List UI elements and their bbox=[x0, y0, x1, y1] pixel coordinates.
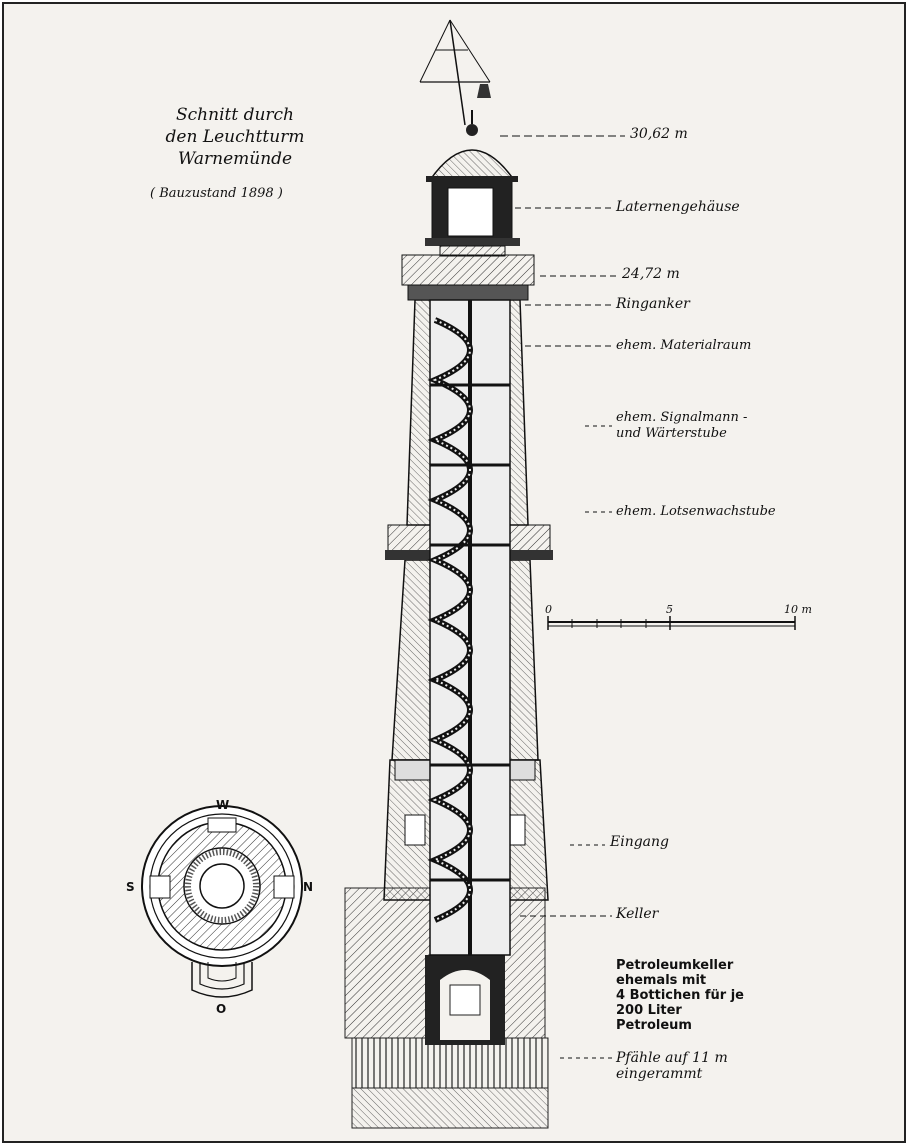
label-lantern-housing: Laternengehäuse bbox=[616, 199, 740, 215]
compass-south: S bbox=[126, 880, 135, 894]
drawing-title: Schnitt durch den Leuchtturm Warnemünde bbox=[140, 104, 330, 170]
floor-plan bbox=[141, 805, 303, 998]
label-material-room: ehem. Materialraum bbox=[616, 338, 752, 353]
label-signal-room-2: und Wärterstube bbox=[616, 426, 727, 441]
label-petroleum-4: 200 Liter bbox=[616, 1003, 682, 1018]
label-petroleum-1: Petroleumkeller bbox=[616, 958, 734, 973]
lantern bbox=[425, 110, 520, 257]
title-line-3: Warnemünde bbox=[177, 149, 293, 169]
label-cellar: Keller bbox=[616, 906, 659, 922]
compass-east: O bbox=[216, 1002, 227, 1016]
scale-bar bbox=[547, 616, 796, 630]
leader-lines bbox=[500, 135, 625, 1059]
compass-north: N bbox=[303, 880, 314, 894]
label-petroleum-2: ehemals mit bbox=[616, 973, 707, 988]
label-signal-room-1: ehem. Signalmann - bbox=[616, 410, 748, 425]
label-height-gallery: 24,72 m bbox=[622, 266, 680, 282]
label-petroleum-3: 4 Bottichen für je bbox=[616, 988, 744, 1003]
label-ring-anchor: Ringanker bbox=[616, 296, 690, 312]
weather-vane bbox=[419, 19, 491, 126]
label-pilot-room: ehem. Lotsenwachstube bbox=[616, 504, 776, 519]
scale-tick-10: 10 m bbox=[784, 603, 812, 616]
title-line-2: den Leuchtturm bbox=[165, 127, 305, 147]
label-entrance: Eingang bbox=[610, 834, 670, 850]
compass-west: W bbox=[216, 798, 230, 812]
scale-tick-5: 5 bbox=[666, 603, 673, 616]
scale-tick-0: 0 bbox=[545, 603, 552, 616]
stair-shaft bbox=[427, 299, 511, 956]
label-piles-1: Pfähle auf 11 m bbox=[616, 1050, 728, 1066]
drawing-subtitle: ( Bauzustand 1898 ) bbox=[150, 186, 283, 201]
title-line-1: Schnitt durch bbox=[176, 105, 294, 125]
label-height-top: 30,62 m bbox=[630, 126, 688, 142]
label-piles-2: eingerammt bbox=[616, 1066, 703, 1082]
label-petroleum-5: Petroleum bbox=[616, 1018, 692, 1033]
